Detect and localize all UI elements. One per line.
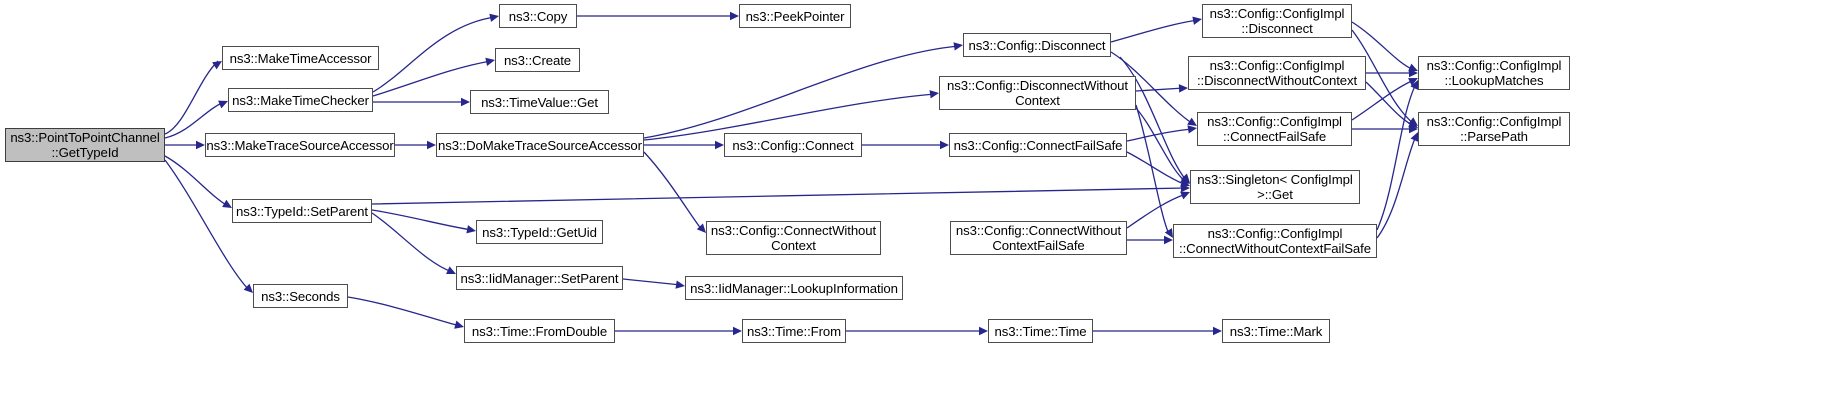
graph-node-mtc[interactable]: ns3::MakeTimeChecker bbox=[228, 88, 373, 112]
graph-node-label: ns3::Time::Mark bbox=[1229, 323, 1323, 339]
graph-node-label: ns3::MakeTraceSourceAccessor bbox=[206, 137, 394, 153]
graph-node-label: ns3::PeekPointer bbox=[745, 8, 845, 24]
graph-node-copy[interactable]: ns3::Copy bbox=[499, 4, 577, 28]
graph-node-peek[interactable]: ns3::PeekPointer bbox=[739, 4, 851, 28]
graph-edge-domtsa-to-cdisc bbox=[643, 45, 960, 139]
graph-node-label: ns3::Config::ConfigImpl ::ParsePath bbox=[1426, 114, 1562, 144]
graph-node-label: ns3::Config::ConnectFailSafe bbox=[953, 137, 1123, 153]
graph-edge-tsp-to-iidsp bbox=[371, 212, 453, 273]
graph-node-label: ns3::Singleton< ConfigImpl >::Get bbox=[1197, 172, 1353, 202]
graph-edge-sec-to-tfd bbox=[347, 296, 461, 327]
graph-edge-cdisc-to-cidisc bbox=[1110, 19, 1199, 43]
graph-node-root[interactable]: ns3::PointToPointChannel ::GetTypeId bbox=[5, 128, 165, 162]
graph-edge-arrowhead bbox=[1409, 124, 1418, 134]
graph-node-label: ns3::Time::Time bbox=[994, 323, 1087, 339]
graph-node-create[interactable]: ns3::Create bbox=[495, 48, 580, 72]
graph-node-label: ns3::Time::FromDouble bbox=[471, 323, 608, 339]
graph-node-ccwc[interactable]: ns3::Config::ConnectWithout Context bbox=[706, 221, 881, 255]
graph-node-tfd[interactable]: ns3::Time::FromDouble bbox=[464, 319, 615, 343]
graph-edge-cidwc-to-cipp bbox=[1365, 81, 1415, 127]
graph-node-cicfs[interactable]: ns3::Config::ConfigImpl ::ConnectFailSaf… bbox=[1197, 112, 1352, 146]
graph-node-label: ns3::DoMakeTraceSourceAccessor bbox=[438, 137, 642, 153]
graph-node-ttime[interactable]: ns3::Time::Time bbox=[988, 319, 1093, 343]
graph-node-label: ns3::Config::ConnectWithout ContextFailS… bbox=[955, 223, 1122, 253]
graph-edge-cicwcfs-to-cipp bbox=[1376, 135, 1417, 239]
graph-edge-ccwcfs-to-singleton bbox=[1126, 193, 1187, 229]
graph-node-label: ns3::TypeId::GetUid bbox=[482, 224, 597, 240]
graph-edge-root-to-sec bbox=[164, 159, 250, 291]
graph-node-label: ns3::TimeValue::Get bbox=[481, 94, 598, 110]
graph-edge-arrowhead bbox=[1178, 84, 1188, 93]
graph-edge-cdwc-to-cicwcfs bbox=[1135, 104, 1170, 235]
graph-node-tfrom[interactable]: ns3::Time::From bbox=[742, 319, 846, 343]
graph-edge-tsp-to-singleton bbox=[371, 187, 1187, 205]
graph-node-label: ns3::Create bbox=[503, 52, 572, 68]
graph-edge-arrowhead bbox=[461, 97, 470, 107]
graph-node-label: ns3::Config::ConfigImpl ::ConnectFailSaf… bbox=[1207, 114, 1342, 144]
graph-edge-arrowhead bbox=[1409, 68, 1418, 78]
graph-node-label: ns3::Seconds bbox=[261, 288, 340, 304]
graph-node-domtsa[interactable]: ns3::DoMakeTraceSourceAccessor bbox=[436, 133, 644, 157]
graph-edge-mtc-to-copy bbox=[372, 16, 496, 93]
graph-edge-cicwcfs-to-cilm bbox=[1376, 83, 1417, 231]
graph-edge-arrowhead bbox=[730, 11, 739, 21]
graph-node-cicwcfs[interactable]: ns3::Config::ConfigImpl ::ConnectWithout… bbox=[1173, 224, 1377, 258]
graph-edge-ccfs-to-cicfs bbox=[1126, 128, 1194, 142]
graph-node-label: ns3::MakeTimeAccessor bbox=[229, 50, 372, 66]
graph-edge-ccfs-to-singleton bbox=[1126, 151, 1187, 186]
graph-node-label: ns3::Config::Disconnect bbox=[968, 37, 1106, 53]
graph-edge-iidsp-to-iidli bbox=[622, 278, 682, 286]
graph-node-cidisc[interactable]: ns3::Config::ConfigImpl ::Disconnect bbox=[1202, 4, 1352, 38]
graph-node-label: ns3::IidManager::SetParent bbox=[460, 270, 619, 286]
graph-edge-arrowhead bbox=[715, 140, 724, 150]
graph-node-tmark[interactable]: ns3::Time::Mark bbox=[1222, 319, 1330, 343]
graph-node-label: ns3::TypeId::SetParent bbox=[236, 203, 368, 219]
graph-edge-arrowhead bbox=[1164, 235, 1173, 245]
graph-node-cconnect[interactable]: ns3::Config::Connect bbox=[724, 133, 862, 157]
graph-edge-tsp-to-tguid bbox=[371, 209, 473, 231]
graph-node-label: ns3::Config::Connect bbox=[732, 137, 854, 153]
graph-node-cdisc[interactable]: ns3::Config::Disconnect bbox=[963, 33, 1111, 57]
graph-node-label: ns3::Config::ConfigImpl ::Disconnect bbox=[1209, 6, 1345, 36]
graph-node-iidsp[interactable]: ns3::IidManager::SetParent bbox=[456, 266, 623, 290]
graph-edge-domtsa-to-ccwc bbox=[643, 151, 703, 231]
graph-node-label: ns3::Config::DisconnectWithout Context bbox=[947, 78, 1128, 108]
graph-edge-root-to-tsp bbox=[164, 155, 229, 207]
graph-node-label: ns3::PointToPointChannel ::GetTypeId bbox=[10, 130, 160, 160]
graph-edge-cdwc-to-cidwc bbox=[1135, 87, 1185, 92]
graph-edge-arrowhead bbox=[940, 140, 949, 150]
graph-node-singleton[interactable]: ns3::Singleton< ConfigImpl >::Get bbox=[1190, 170, 1360, 204]
graph-node-tsp[interactable]: ns3::TypeId::SetParent bbox=[232, 199, 372, 223]
graph-edge-arrowhead bbox=[1213, 326, 1222, 336]
graph-edge-arrowhead bbox=[1180, 183, 1190, 193]
graph-edge-cdwc-to-singleton bbox=[1135, 107, 1187, 183]
graph-node-ccfs[interactable]: ns3::Config::ConnectFailSafe bbox=[949, 133, 1127, 157]
graph-node-label: ns3::Config::ConfigImpl ::ConnectWithout… bbox=[1179, 226, 1371, 256]
graph-node-sec[interactable]: ns3::Seconds bbox=[253, 284, 348, 308]
graph-node-label: ns3::Config::ConfigImpl ::LookupMatches bbox=[1426, 58, 1562, 88]
graph-node-cipp[interactable]: ns3::Config::ConfigImpl ::ParsePath bbox=[1418, 112, 1570, 146]
graph-edge-arrowhead bbox=[979, 326, 988, 336]
graph-node-label: ns3::MakeTimeChecker bbox=[232, 92, 369, 108]
graph-node-label: ns3::Time::From bbox=[747, 323, 841, 339]
graph-edge-root-to-mta bbox=[164, 60, 219, 135]
graph-node-mta[interactable]: ns3::MakeTimeAccessor bbox=[222, 46, 379, 70]
graph-node-iidli[interactable]: ns3::IidManager::LookupInformation bbox=[685, 276, 903, 300]
graph-node-label: ns3::Copy bbox=[508, 8, 568, 24]
graph-node-cilm[interactable]: ns3::Config::ConfigImpl ::LookupMatches bbox=[1418, 56, 1570, 90]
graph-node-tguid[interactable]: ns3::TypeId::GetUid bbox=[476, 220, 603, 244]
graph-node-tvget[interactable]: ns3::TimeValue::Get bbox=[470, 90, 609, 114]
graph-edge-arrowhead bbox=[733, 326, 742, 336]
graph-node-label: ns3::Config::ConnectWithout Context bbox=[710, 223, 877, 253]
graph-node-ccwcfs[interactable]: ns3::Config::ConnectWithout ContextFailS… bbox=[950, 221, 1127, 255]
graph-node-label: ns3::Config::ConfigImpl ::DisconnectWith… bbox=[1196, 58, 1358, 88]
graph-node-label: ns3::IidManager::LookupInformation bbox=[690, 280, 898, 296]
graph-node-cidwc[interactable]: ns3::Config::ConfigImpl ::DisconnectWith… bbox=[1188, 56, 1366, 90]
graph-node-mtsa[interactable]: ns3::MakeTraceSourceAccessor bbox=[205, 133, 395, 157]
graph-node-cdwc[interactable]: ns3::Config::DisconnectWithout Context bbox=[939, 76, 1136, 110]
